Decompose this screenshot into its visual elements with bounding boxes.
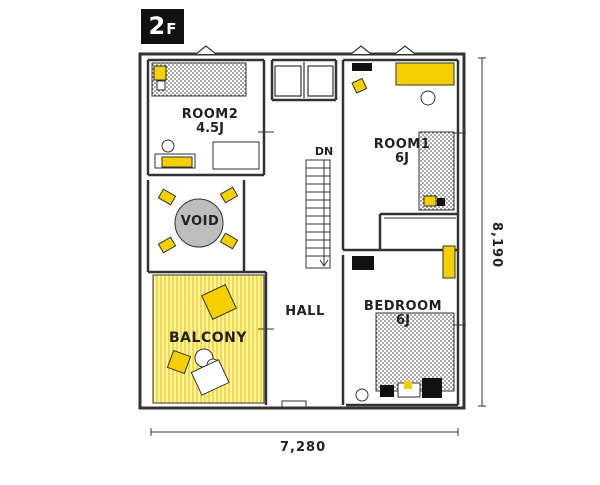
hall-label: HALL xyxy=(285,304,325,319)
balcony-area xyxy=(152,274,265,404)
stairs-direction-label: DN xyxy=(314,145,334,158)
outer-walls xyxy=(138,52,466,410)
hall-closet xyxy=(274,62,334,98)
staircase xyxy=(305,159,331,269)
dimension-lines xyxy=(150,57,486,436)
room2-label: ROOM2 4.5J xyxy=(170,108,250,136)
room1-size: 6J xyxy=(395,151,409,166)
depth-dimension: 8,190 xyxy=(489,222,504,269)
window-marks xyxy=(195,45,416,55)
room2-furniture xyxy=(151,62,260,170)
room1-label: ROOM1 6J xyxy=(362,138,442,166)
room2-name: ROOM2 xyxy=(181,107,239,122)
room1-name: ROOM1 xyxy=(373,137,431,152)
bedroom-label: BEDROOM 6J xyxy=(353,300,453,328)
interior-walls xyxy=(146,58,460,407)
bedroom-name: BEDROOM xyxy=(363,299,443,314)
floor-number: 2 xyxy=(148,12,166,40)
void-label: VOID xyxy=(180,214,220,229)
bedroom-furniture xyxy=(352,245,456,402)
balcony-label: BALCONY xyxy=(169,330,247,346)
width-dimension: 7,280 xyxy=(280,440,327,455)
floor-suffix: F xyxy=(166,20,177,38)
bedroom-size: 6J xyxy=(396,313,410,328)
room1-furniture xyxy=(351,62,456,219)
void-area xyxy=(157,186,239,254)
room2-size: 4.5J xyxy=(196,121,224,136)
